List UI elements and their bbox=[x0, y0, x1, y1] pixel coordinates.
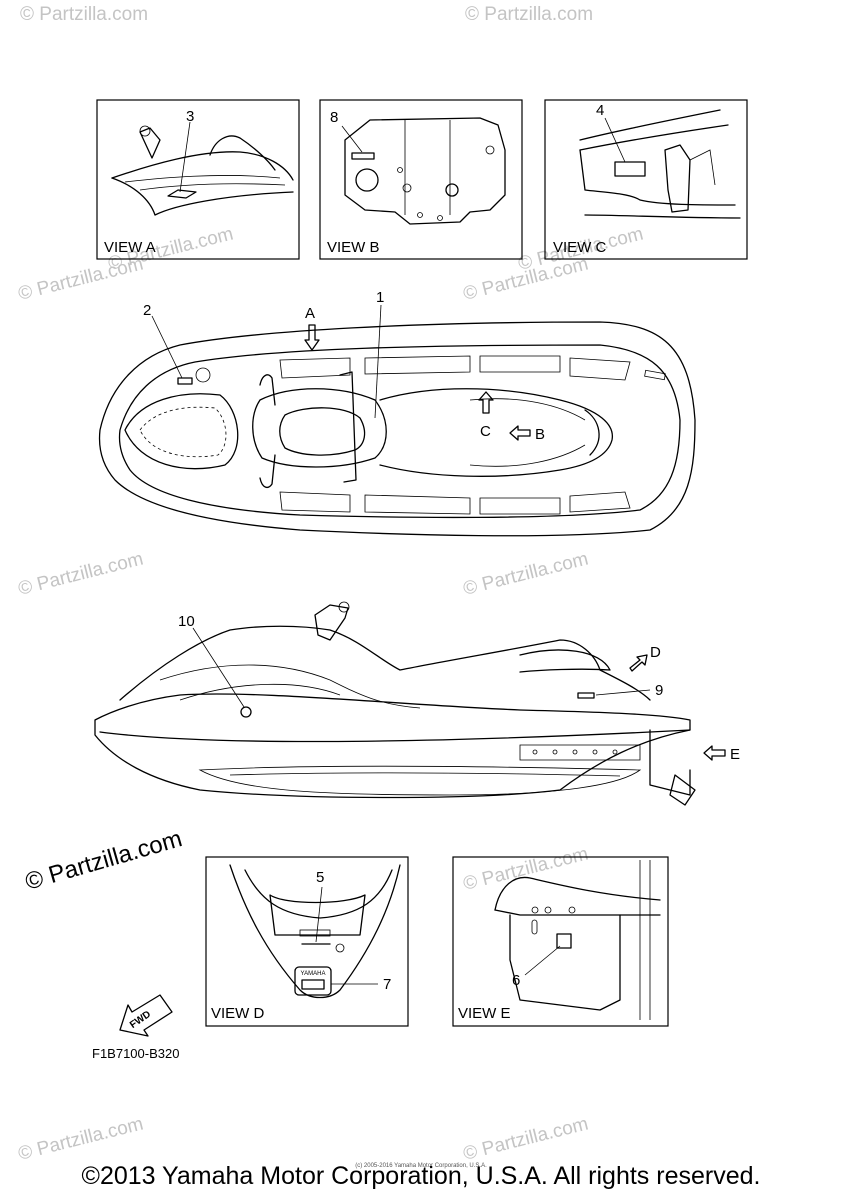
side-view-stripe bbox=[198, 765, 642, 796]
yamaha-badge bbox=[294, 966, 332, 996]
side-view-hull bbox=[94, 693, 691, 799]
view-e-panel: 6 VIEW E bbox=[452, 856, 669, 1027]
callout-1: 1 bbox=[376, 289, 384, 306]
view-e-title: VIEW E bbox=[458, 1005, 511, 1022]
top-view-bow-deck bbox=[124, 393, 239, 470]
yamaha-badge-text: YAMAHA bbox=[301, 971, 326, 977]
view-b-hatch bbox=[344, 117, 506, 225]
view-d-title: VIEW D bbox=[211, 1005, 265, 1022]
watermark: © Partzilla.com bbox=[16, 549, 145, 600]
view-b-label-8 bbox=[351, 152, 375, 160]
view-e-frame bbox=[452, 856, 669, 1027]
drawing-code: F1B7100-B320 bbox=[92, 1046, 179, 1061]
side-view-mirror bbox=[314, 604, 349, 641]
callout-3: 3 bbox=[186, 108, 194, 125]
view-a-hull bbox=[111, 177, 294, 216]
view-b-panel: 8 VIEW B bbox=[319, 99, 523, 260]
view-a-frame bbox=[96, 99, 300, 260]
top-view-craft: 2 1 A C B bbox=[98, 289, 696, 537]
view-b-title: VIEW B bbox=[327, 239, 380, 256]
top-view-label-2 bbox=[177, 377, 193, 385]
view-c-frame bbox=[544, 99, 748, 260]
view-e-deck bbox=[494, 876, 661, 911]
view-b-frame bbox=[319, 99, 523, 260]
callout-4: 4 bbox=[596, 102, 604, 119]
tiny-copyright: (c) 2005-2016 Yamaha Motor Corporation, … bbox=[355, 1163, 487, 1169]
copyright-notice: ©2013 Yamaha Motor Corporation, U.S.A. A… bbox=[81, 1162, 761, 1190]
view-b-arrow bbox=[509, 425, 531, 441]
watermark: © Partzilla.com bbox=[461, 549, 590, 600]
view-a-title: VIEW A bbox=[104, 239, 156, 256]
view-e-arrow bbox=[703, 745, 726, 761]
view-d-panel: 5 YAMAHA 7 VIEW D bbox=[205, 856, 409, 1027]
callout-5: 5 bbox=[316, 869, 324, 886]
view-a-label-3 bbox=[167, 189, 197, 199]
callout-8: 8 bbox=[330, 109, 338, 126]
callout-2: 2 bbox=[143, 302, 151, 319]
view-d-arrow bbox=[629, 654, 648, 672]
top-view-hull-outline bbox=[98, 321, 696, 537]
view-c-label-4 bbox=[614, 161, 646, 177]
view-e-label-6 bbox=[556, 933, 572, 949]
watermark: © Partzilla.com bbox=[465, 4, 593, 25]
view-a-panel: 3 VIEW A bbox=[96, 99, 300, 260]
side-view-label-9 bbox=[577, 692, 595, 699]
arrow-a-letter: A bbox=[305, 305, 315, 322]
watermark: © Partzilla.com bbox=[20, 4, 148, 25]
top-view-seat bbox=[252, 388, 387, 468]
side-view-deck bbox=[119, 625, 651, 701]
callout-9: 9 bbox=[655, 682, 663, 699]
view-a-deck bbox=[111, 151, 294, 181]
watermark: © Partzilla.com bbox=[461, 1114, 590, 1165]
arrow-c-letter: C bbox=[480, 423, 491, 440]
view-d-stern bbox=[229, 864, 401, 999]
side-view-label-10 bbox=[240, 706, 252, 718]
callout-7: 7 bbox=[383, 976, 391, 993]
view-a-arrow bbox=[304, 324, 320, 351]
callout-6: 6 bbox=[512, 972, 520, 989]
watermark-main: © Partzilla.com bbox=[22, 825, 185, 896]
watermark: © Partzilla.com bbox=[16, 1114, 145, 1165]
arrow-e-letter: E bbox=[730, 746, 740, 763]
arrow-d-letter: D bbox=[650, 644, 661, 661]
arrow-b-letter: B bbox=[535, 426, 545, 443]
view-c-arrow bbox=[478, 391, 494, 414]
view-c-panel: 4 VIEW C bbox=[544, 99, 748, 260]
view-d-frame bbox=[205, 856, 409, 1027]
fwd-arrow bbox=[119, 994, 173, 1037]
view-c-title: VIEW C bbox=[553, 239, 607, 256]
view-d-label-7 bbox=[301, 979, 325, 990]
side-view-craft: 10 9 D E bbox=[94, 601, 740, 806]
fwd-indicator: FWD bbox=[119, 994, 173, 1037]
top-view-rear-deck bbox=[379, 388, 613, 477]
callout-10: 10 bbox=[178, 613, 195, 630]
